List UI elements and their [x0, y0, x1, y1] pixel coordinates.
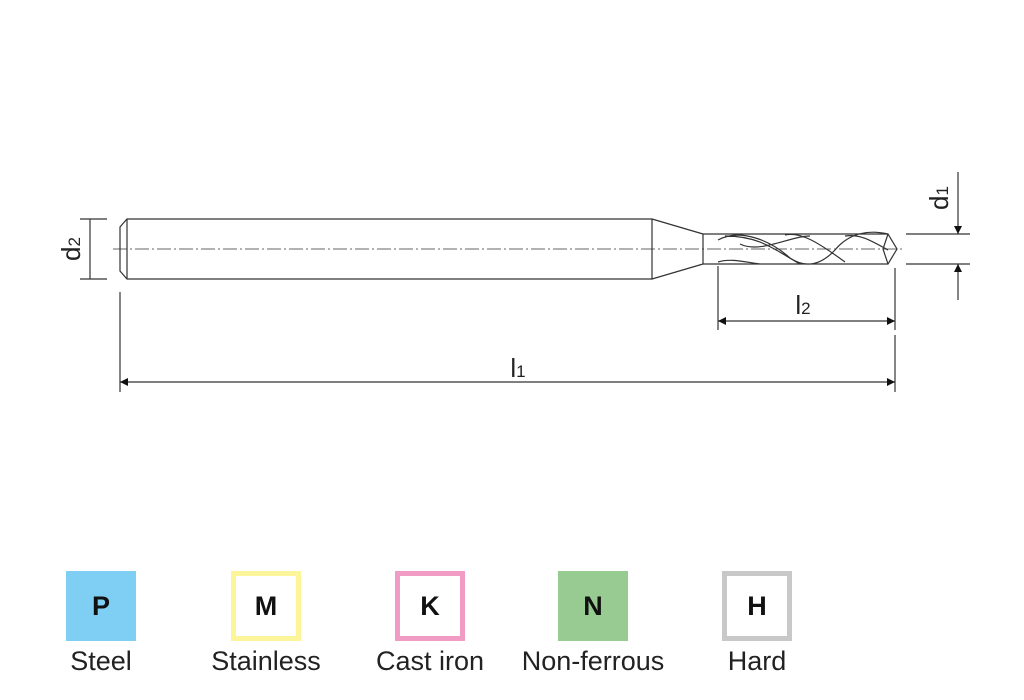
dimension-d1	[906, 172, 970, 300]
material-label-cast-iron: Cast iron	[375, 646, 485, 676]
material-label-non-ferrous: Non-ferrous	[521, 646, 665, 676]
label-l1: l1	[510, 353, 525, 383]
material-badge-m: M	[231, 571, 301, 641]
label-l2: l2	[795, 290, 810, 320]
dimension-l2	[717, 266, 896, 330]
label-d2: d2	[56, 237, 86, 261]
material-badge-k: K	[395, 571, 465, 641]
dimension-d2	[80, 218, 107, 280]
drill-flutes	[703, 231, 898, 265]
label-d1: d1	[924, 186, 954, 210]
material-label-hard: Hard	[727, 646, 787, 676]
material-badge-h: H	[722, 571, 792, 641]
material-badge-p: P	[66, 571, 136, 641]
material-label-steel: Steel	[70, 646, 132, 676]
material-label-stainless: Stainless	[211, 646, 321, 676]
drill-drawing: d2 d1 l2 l1	[56, 172, 970, 392]
dimension-l1	[119, 292, 896, 392]
material-badge-n: N	[558, 571, 628, 641]
